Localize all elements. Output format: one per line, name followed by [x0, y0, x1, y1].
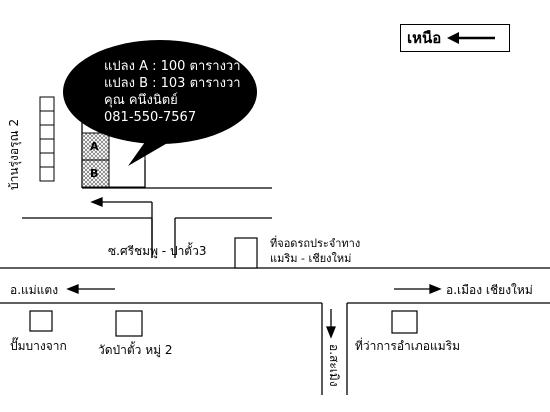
- north-indicator: เหนือ: [400, 24, 510, 52]
- label-gas-station: ปั๊มบางจาก: [10, 339, 67, 353]
- plot-b-label: B: [90, 167, 99, 180]
- bubble-line-plot-a: แปลง A : 100 ตารางวา: [104, 59, 241, 74]
- label-soi-srichomphu: ซ.ศรีชมพู - ป่าตั้ว3: [108, 244, 207, 258]
- bubble-line-phone: 081-550-7567: [104, 110, 197, 125]
- label-bus-stop: ที่จอดรถประจำทาง: [270, 237, 361, 250]
- north-label: เหนือ: [407, 29, 442, 47]
- label-bus-route: แมริม - เชียงใหม่: [270, 252, 352, 265]
- bubble-line-owner: คุณ คนึงนิตย์: [104, 93, 178, 108]
- label-samoeng: อ.สะเมิง: [327, 344, 341, 387]
- main-highway: [0, 267, 550, 395]
- label-mueang-chiang-mai: อ.เมือง เชียงใหม่: [446, 283, 533, 297]
- label-temple: วัดป่าตั้ว หมู่ 2: [98, 343, 173, 357]
- plot-area: [81, 132, 146, 188]
- direction-arrows: [66, 197, 442, 339]
- bubble-text: แปลง A : 100 ตารางวา แปลง B : 103 ตารางว…: [104, 58, 241, 126]
- label-district-office: ที่ว่าการอำเภอแมริม: [355, 339, 460, 353]
- label-ban-rung-arun: บ้านรุ่งอรุณ 2: [7, 118, 21, 190]
- plot-a-label: A: [90, 140, 99, 153]
- bubble-line-plot-b: แปลง B : 103 ตารางวา: [104, 76, 241, 91]
- landmark-buildings: [29, 237, 418, 337]
- info-bubble: [63, 40, 257, 166]
- building-stack: [39, 96, 55, 182]
- label-mae-taeng: อ.แม่แตง: [10, 283, 59, 297]
- west-arrow-icon: [447, 32, 496, 44]
